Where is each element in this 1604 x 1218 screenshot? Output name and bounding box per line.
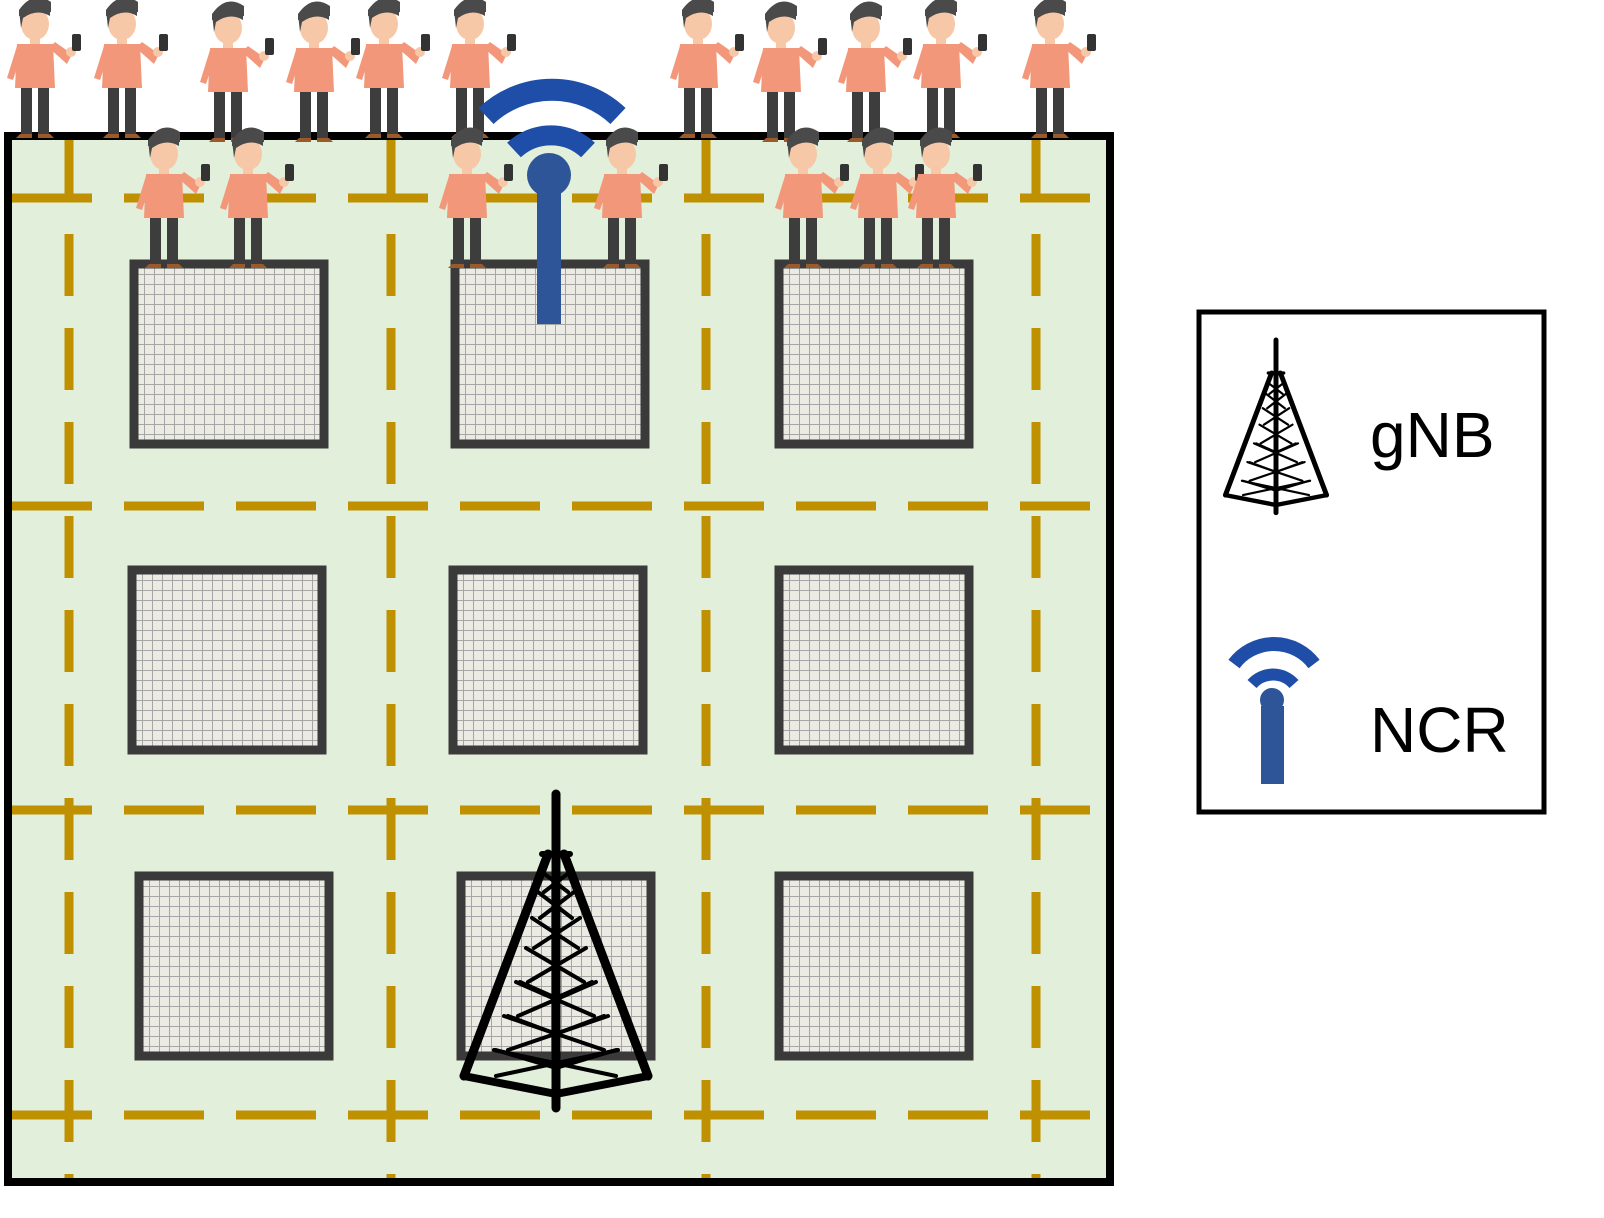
user-with-phone-icon bbox=[7, 0, 81, 138]
legend-box bbox=[1196, 309, 1547, 815]
user-with-phone-icon bbox=[753, 1, 827, 142]
building-r3-c1 bbox=[139, 876, 329, 1056]
building-r1-c3 bbox=[779, 264, 969, 444]
ncr-relay-icon bbox=[478, 78, 626, 324]
building-r1-c1 bbox=[134, 264, 324, 444]
building-r2-c1 bbox=[132, 570, 322, 750]
legend-ncr-relay-icon bbox=[1228, 637, 1320, 784]
users-top-row bbox=[7, 0, 1096, 142]
user-with-phone-icon bbox=[356, 0, 430, 138]
user-with-phone-icon bbox=[1022, 0, 1096, 138]
street-grid bbox=[12, 140, 1090, 1178]
user-with-phone-icon bbox=[670, 0, 744, 138]
building-r2-c2 bbox=[453, 570, 643, 750]
user-with-phone-icon bbox=[286, 1, 360, 142]
user-with-phone-icon bbox=[200, 1, 274, 142]
legend: gNB NCR bbox=[1196, 309, 1547, 815]
user-with-phone-icon bbox=[913, 0, 987, 138]
legend-gnb-label: gNB bbox=[1370, 399, 1495, 471]
building-r3-c3 bbox=[779, 876, 969, 1056]
building-r2-c3 bbox=[779, 570, 969, 750]
user-with-phone-icon bbox=[442, 0, 516, 138]
user-with-phone-icon bbox=[94, 0, 168, 138]
user-with-phone-icon bbox=[838, 1, 912, 142]
legend-ncr-label: NCR bbox=[1370, 694, 1509, 766]
